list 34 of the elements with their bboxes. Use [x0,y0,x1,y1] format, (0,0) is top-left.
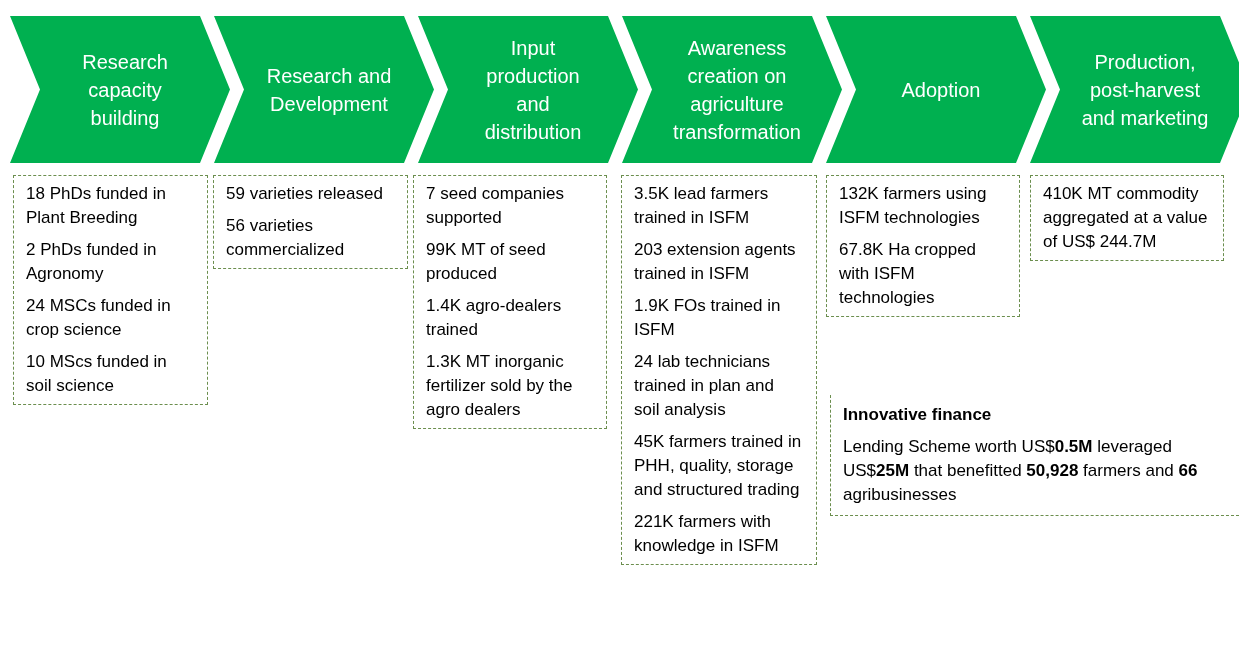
results-box [213,175,408,269]
result-text: 18 PhDs funded in Plant Breeding [26,183,167,229]
result-text: 203 extension agents trained in ISFM [634,239,797,285]
result-text: 56 varieties commercialized [226,215,346,261]
note-heading: Innovative finance [843,404,993,426]
result-text: 24 lab technicians trained in plan and soil analysis [634,351,775,421]
result-text: 132K farmers using ISFM technologies [839,183,988,229]
stage-title: Input production and distribution [483,35,583,145]
stage-title: Research and Development [265,63,393,117]
results-box [1030,175,1224,261]
stage-title: Awareness creation on agriculture transformation [673,35,801,145]
results-box [13,175,208,405]
stage-title: Production, post-harvest and marketing [1081,49,1209,131]
result-text: 1.3K MT inorganic fertilizer sold by the agro dealers [426,351,574,421]
result-text: 67.8K Ha cropped with ISFM technologies [839,239,978,309]
result-text: 24 MSCs funded in crop science [26,295,172,341]
results-box [413,175,607,429]
result-text: 1.9K FOs trained in ISFM [634,295,782,341]
result-text: 10 MScs funded in soil science [26,351,168,397]
results-box [621,175,817,565]
note-text: Lending Scheme worth US$0.5M leveraged US$25M that benefitted 50,928 farmers and 66 agribusinesses [843,436,1199,506]
result-text: 59 varieties released [226,183,384,205]
stage-title: Research capacity building [81,49,169,131]
result-text: 7 seed companies supported [426,183,565,229]
result-text: 221K farmers with knowledge in ISFM [634,511,780,557]
result-text: 3.5K lead farmers trained in ISFM [634,183,770,229]
finance-note [830,395,1239,516]
stage-title: Adoption [900,77,982,103]
result-text: 99K MT of seed produced [426,239,547,285]
result-text: 1.4K agro-dealers trained [426,295,563,341]
results-box [826,175,1020,317]
result-text: 45K farmers trained in PHH, quality, storage and structured trading [634,431,803,501]
result-text: 2 PhDs funded in Agronomy [26,239,158,285]
result-text: 410K MT commodity aggregated at a value of US$ 244.7M [1043,183,1209,253]
